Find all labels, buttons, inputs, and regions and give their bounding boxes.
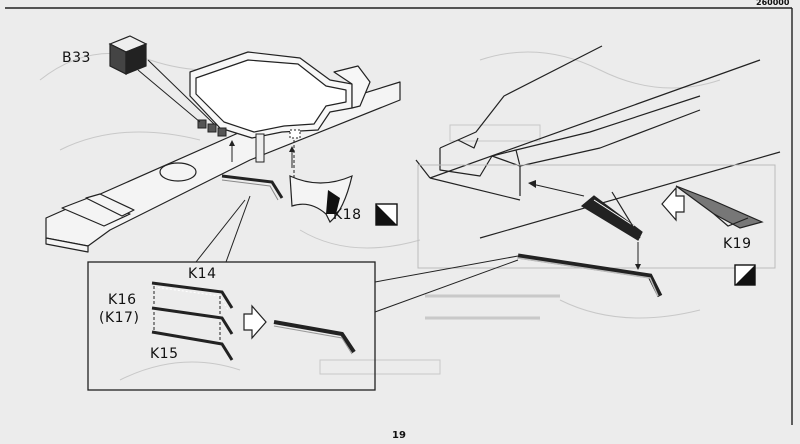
detail-rails <box>151 281 356 361</box>
label-k16: K16 <box>108 292 137 308</box>
b33-part <box>108 35 148 75</box>
direction-arrow-k19 <box>661 186 685 222</box>
b33-leader <box>137 69 201 123</box>
catalog-code: 260000 <box>756 0 790 7</box>
callout-line-right <box>374 259 519 313</box>
k19-part <box>675 185 764 229</box>
rail-installed <box>221 174 284 199</box>
k19-type-icon <box>734 264 756 286</box>
hatch <box>159 162 197 182</box>
detail-box <box>87 261 376 391</box>
label-k19: K19 <box>723 236 752 252</box>
bracket-part <box>580 191 643 241</box>
hull-side-structure <box>415 45 781 239</box>
label-k17: (K17) <box>99 310 140 326</box>
long-rail-part <box>517 253 663 298</box>
label-b33: B33 <box>62 50 91 66</box>
show-through-background <box>39 51 721 381</box>
arrow-left <box>531 183 585 197</box>
k18-type-icon <box>375 203 398 226</box>
post <box>255 133 265 163</box>
page-number: 19 <box>392 430 406 441</box>
show-through-text <box>425 294 560 320</box>
direction-arrow <box>243 304 267 340</box>
label-k14: K14 <box>188 266 217 282</box>
turret-ring-wall <box>189 51 371 139</box>
label-k18: K18 <box>333 207 362 223</box>
b33-blocks <box>197 119 227 137</box>
label-k15: K15 <box>150 346 179 362</box>
callout-line <box>195 199 246 263</box>
